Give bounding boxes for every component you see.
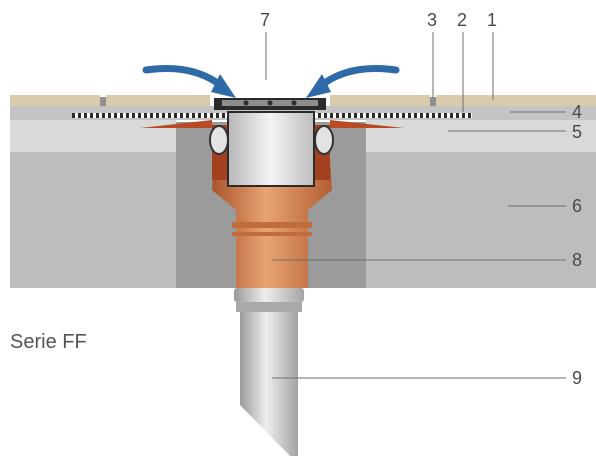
floor-tiles [10, 95, 596, 106]
series-label: Serie FF [10, 331, 87, 353]
callout-8: 8 [572, 250, 582, 270]
callout-3: 3 [427, 10, 437, 30]
callout-5: 5 [572, 122, 582, 142]
callout-leaders [265, 32, 566, 379]
drain-flanges [140, 120, 404, 128]
callout-7: 7 [260, 10, 270, 30]
callout-4: 4 [572, 102, 582, 122]
drain-pipe-lower [234, 288, 304, 456]
callout-2: 2 [457, 10, 467, 30]
drain-grate [214, 98, 326, 110]
drain-body [227, 111, 315, 187]
drain-seals [209, 125, 334, 155]
callout-1: 1 [487, 10, 497, 30]
callout-6: 6 [572, 196, 582, 216]
water-flow-arrows [142, 64, 400, 98]
callout-9: 9 [572, 368, 582, 388]
insulation-layer [10, 120, 596, 152]
